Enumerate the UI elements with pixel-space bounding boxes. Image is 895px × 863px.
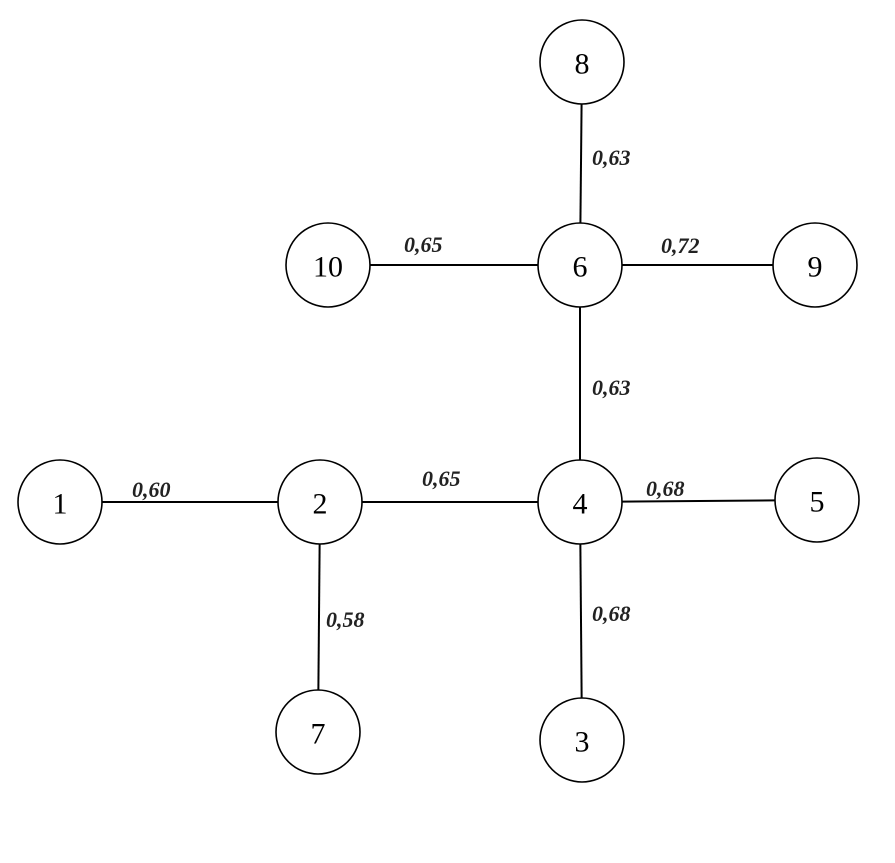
- node-label: 5: [810, 486, 825, 519]
- edge-weight-6-8: 0,63: [592, 145, 631, 170]
- node-circle: [539, 19, 625, 105]
- node-circle: [277, 459, 363, 545]
- edge-weight-1-2: 0,60: [132, 477, 171, 502]
- edge-weight-6-10: 0,65: [404, 232, 443, 257]
- node-circle: [539, 697, 625, 783]
- node-circle: [537, 459, 623, 545]
- node-label: 10: [313, 251, 343, 284]
- node-7: 7: [275, 689, 361, 775]
- node-label: 1: [53, 488, 68, 521]
- node-10: 10: [285, 222, 371, 308]
- node-circle: [537, 222, 623, 308]
- node-2: 2: [277, 459, 363, 545]
- node-label: 2: [313, 488, 328, 521]
- node-label: 8: [575, 48, 590, 81]
- node-circle: [275, 689, 361, 775]
- node-8: 8: [539, 19, 625, 105]
- edge-weight-4-6: 0,63: [592, 375, 631, 400]
- edge-weight-4-3: 0,68: [592, 601, 631, 626]
- node-circle: [774, 457, 860, 543]
- node-9: 9: [772, 222, 858, 308]
- node-label: 3: [575, 726, 590, 759]
- node-circle: [17, 459, 103, 545]
- edge-weight-2-7: 0,58: [326, 607, 365, 632]
- edge-weight-4-5: 0,68: [646, 476, 685, 501]
- edge-weight-6-9: 0,72: [661, 233, 700, 258]
- edge-4-5: [621, 499, 776, 503]
- node-1: 1: [17, 459, 103, 545]
- node-circle: [285, 222, 371, 308]
- node-label: 9: [808, 251, 823, 284]
- edge-6-8: [579, 103, 583, 224]
- node-circle: [772, 222, 858, 308]
- node-5: 5: [774, 457, 860, 543]
- edge-4-3: [579, 543, 583, 699]
- node-6: 6: [537, 222, 623, 308]
- node-label: 6: [573, 251, 588, 284]
- node-label: 7: [311, 718, 326, 751]
- node-4: 4: [537, 459, 623, 545]
- node-label: 4: [573, 488, 588, 521]
- node-3: 3: [539, 697, 625, 783]
- edge-2-7: [317, 543, 321, 691]
- edge-weight-2-4: 0,65: [422, 466, 461, 491]
